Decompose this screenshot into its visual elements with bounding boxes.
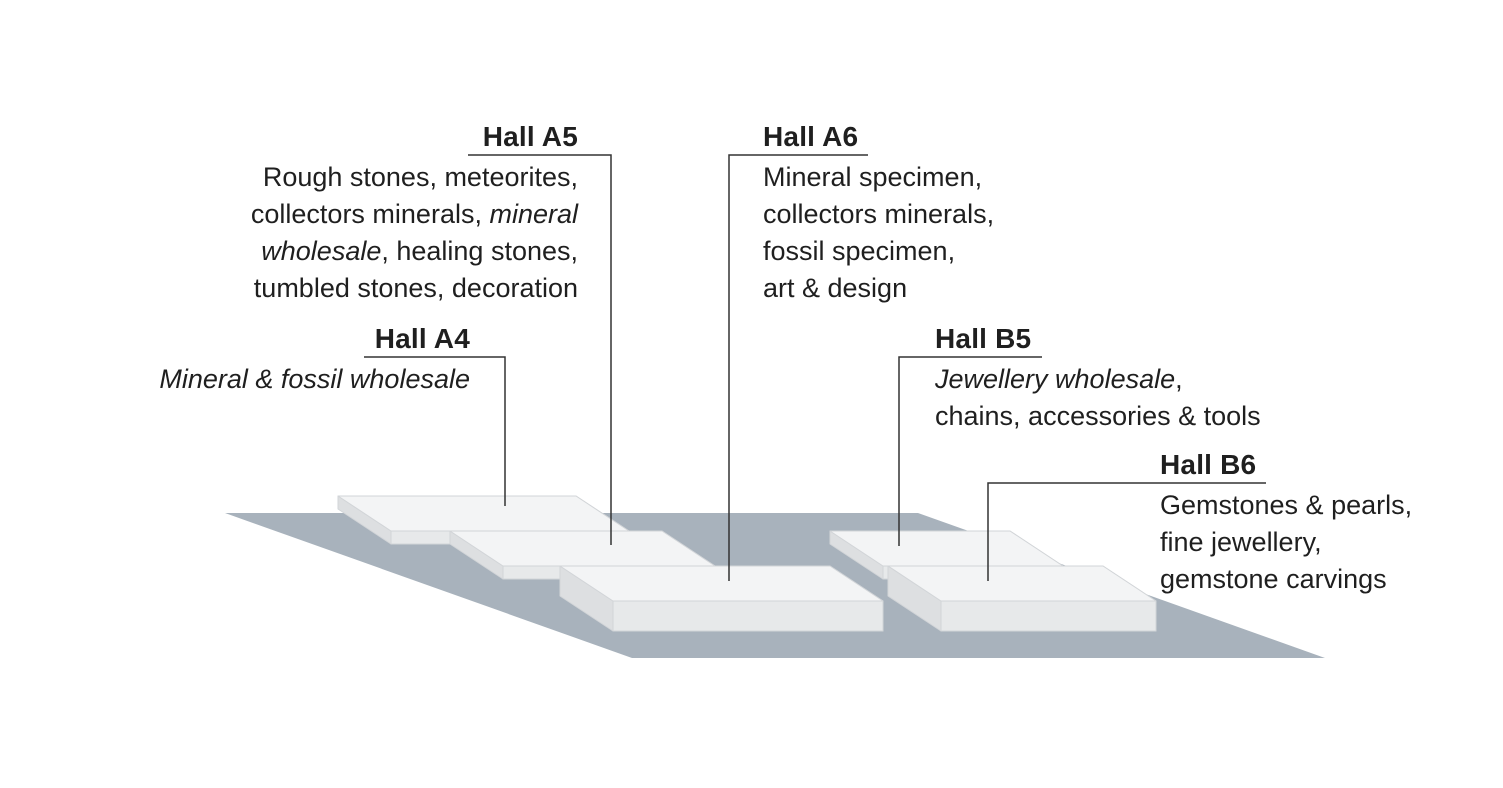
description-line: chains, accessories & tools	[935, 398, 1261, 435]
description-line: wholesale, healing stones,	[251, 233, 578, 270]
hall-b5-leader-line	[898, 356, 1042, 546]
description-line: collectors minerals,	[763, 196, 994, 233]
description-segment: ,	[1175, 364, 1183, 394]
hall-b6-front-face	[940, 600, 1157, 632]
description-segment: gemstone carvings	[1160, 564, 1387, 594]
description-line: gemstone carvings	[1160, 561, 1412, 598]
hall-b6-top-face	[887, 565, 1157, 602]
hall-b5-title: Hall B5	[935, 323, 1032, 354]
description-segment: Jewellery wholesale	[935, 364, 1176, 394]
hall-b6-label: Hall B6 Gemstones & pearls, fine jeweller…	[1160, 446, 1412, 598]
description-segment: fossil specimen,	[763, 236, 956, 266]
hall-a4-title: Hall A4	[374, 323, 470, 354]
description-line: art & design	[763, 270, 994, 307]
description-line: fossil specimen,	[763, 233, 994, 270]
description-segment: art & design	[763, 273, 908, 303]
description-segment: Mineral & fossil wholesale	[159, 364, 470, 394]
description-line: Mineral & fossil wholesale	[159, 361, 470, 398]
hall-a6-title: Hall A6	[763, 121, 859, 152]
hall-b6-description: Gemstones & pearls, fine jewellery, gemsto…	[1160, 487, 1412, 598]
description-segment: wholesale	[261, 236, 382, 266]
description-segment: tumbled stones, decoration	[253, 273, 578, 303]
hall-a4-leader-line	[364, 356, 506, 506]
hall-a5-title: Hall A5	[482, 121, 578, 152]
description-segment: mineral	[489, 199, 578, 229]
hall-a6-top-face	[559, 565, 884, 602]
description-line: tumbled stones, decoration	[251, 270, 578, 307]
description-line: fine jewellery,	[1160, 524, 1412, 561]
description-segment: Rough stones, meteorites,	[262, 162, 578, 192]
hall-a5-label: Hall A5 Rough stones, meteorites, collect…	[251, 118, 578, 307]
description-segment: fine jewellery,	[1160, 527, 1322, 557]
hall-a6-label: Hall A6 Mineral specimen, collectors mine…	[763, 118, 994, 307]
description-line: Mineral specimen,	[763, 159, 994, 196]
hall-b6-leader-line	[987, 482, 1266, 581]
hall-a4-label: Hall A4 Mineral & fossil wholesale	[159, 320, 470, 398]
hall-b5-label: Hall B5 Jewellery wholesale,chains, acce…	[935, 320, 1261, 435]
description-line: collectors minerals, mineral	[251, 196, 578, 233]
hall-a6-leader-line	[728, 154, 868, 581]
description-line: Rough stones, meteorites,	[251, 159, 578, 196]
description-line: Jewellery wholesale,	[935, 361, 1261, 398]
description-segment: chains, accessories & tools	[935, 401, 1261, 431]
hall-b6-title: Hall B6	[1160, 449, 1257, 480]
description-segment: collectors minerals,	[250, 199, 490, 229]
hall-b5-description: Jewellery wholesale,chains, accessories …	[935, 361, 1261, 435]
hall-a6-slab	[559, 565, 884, 632]
description-line: Gemstones & pearls,	[1160, 487, 1412, 524]
hall-a6-description: Mineral specimen, collectors minerals, fos…	[763, 159, 994, 307]
hall-a5-description: Rough stones, meteorites, collectors mine…	[251, 159, 578, 307]
description-segment: Mineral specimen,	[763, 162, 983, 192]
description-segment: collectors minerals,	[763, 199, 995, 229]
description-segment: Gemstones & pearls,	[1160, 490, 1413, 520]
hall-b6-slab	[887, 565, 1157, 632]
hall-a5-leader-line	[468, 154, 612, 545]
hall-a4-description: Mineral & fossil wholesale	[159, 361, 470, 398]
description-segment: , healing stones,	[381, 236, 578, 266]
hall-a6-front-face	[612, 600, 884, 632]
